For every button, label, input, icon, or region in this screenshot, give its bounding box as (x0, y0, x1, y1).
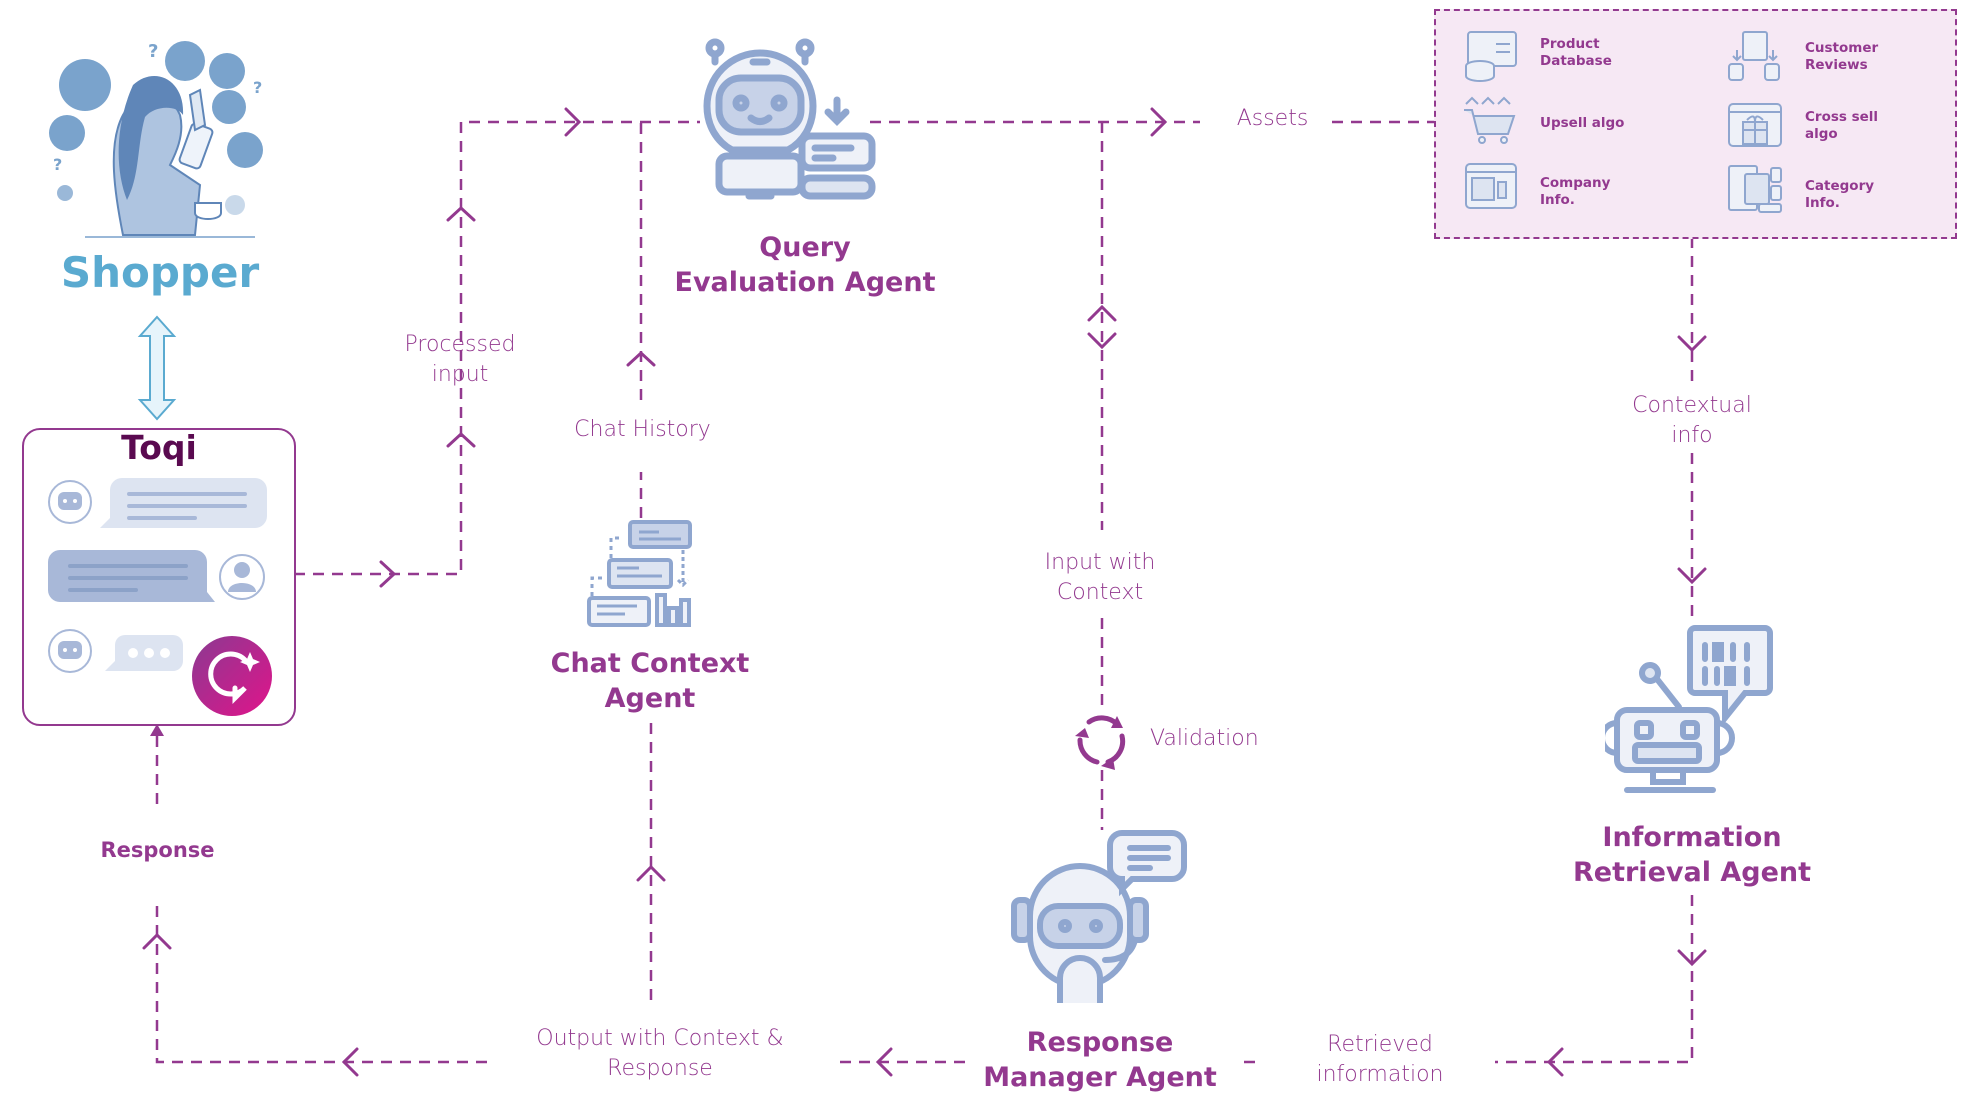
company-info-icon (1465, 163, 1517, 209)
cross-sell-gift-icon (1728, 103, 1782, 147)
arrowhead-down (1677, 567, 1707, 585)
arrowhead-left (341, 1047, 359, 1077)
svg-text:?: ? (253, 78, 262, 97)
arrowhead-down (1677, 949, 1707, 967)
asset-company-info: Company Info. (1540, 175, 1611, 208)
asset-category-info: Category Info. (1805, 178, 1875, 211)
toqi-label: Toqi (121, 428, 197, 467)
arrowhead-filled-up (150, 724, 164, 736)
chat-context-agent-label: Chat Context Agent (550, 648, 750, 714)
asset-product-database: Product Database (1540, 36, 1612, 69)
shopper-illustration: ? ? ? (49, 41, 263, 238)
svg-text:?: ? (148, 41, 158, 62)
assets-right-icons (1728, 31, 1782, 213)
upsell-cart-icon (1464, 96, 1516, 144)
flow-label-chat-history: Chat History (574, 417, 711, 442)
bot-avatar-icon (48, 480, 92, 524)
arrowhead-left (1546, 1047, 1564, 1077)
response-manager-agent-icon (1011, 830, 1187, 1003)
connector-retrieved-info (1495, 895, 1694, 1064)
information-retrieval-agent-icon (1605, 625, 1773, 793)
asset-cross-sell-algo: Cross sell algo (1805, 109, 1879, 142)
arrowhead-right (1150, 107, 1168, 137)
flow-label-validation: Validation (1150, 726, 1259, 751)
asset-customer-reviews: Customer Reviews (1805, 40, 1879, 73)
assets-left-icons (1464, 31, 1517, 209)
flow-label-retrieved-information: Retrieved information (1316, 1032, 1444, 1087)
arrowhead-right (564, 107, 582, 137)
arrowhead-up (1087, 304, 1117, 322)
validation-cycle-icon (1075, 715, 1126, 770)
flow-label-assets: Assets (1236, 106, 1309, 131)
flow-label-contextual-info: Contextual info (1632, 393, 1752, 448)
arrowhead-up (446, 205, 476, 222)
arrowhead-up (636, 864, 666, 882)
arrowhead-right (379, 560, 397, 588)
user-avatar-icon (219, 554, 265, 600)
arrowhead-down (1087, 332, 1117, 350)
chat-context-agent-icon (587, 520, 692, 627)
connector-output-to-toqi (155, 900, 487, 1064)
connector-toqi-to-processed (294, 120, 700, 576)
customer-reviews-icon (1728, 31, 1780, 81)
query-evaluation-agent-icon (703, 38, 876, 200)
query-evaluation-agent-label: Query Evaluation Agent (674, 232, 936, 298)
toqi-logo-icon (192, 636, 272, 716)
asset-upsell-algo: Upsell algo (1540, 115, 1625, 131)
flow-label-input-with-context: Input with Context (1044, 550, 1156, 605)
shopper-label: Shopper (60, 248, 260, 297)
product-database-icon (1465, 31, 1517, 82)
flow-label-response: Response (100, 838, 215, 862)
assets-panel (1434, 9, 1957, 239)
bidirectional-arrow (137, 315, 177, 421)
flow-label-processed-input: Processed input (404, 332, 516, 387)
svg-text:?: ? (53, 155, 62, 174)
arrowhead-up (142, 932, 172, 950)
toqi-chat-illustration (48, 478, 272, 716)
arrowhead-down (1677, 335, 1707, 353)
response-manager-agent-label: Response Manager Agent (983, 1027, 1217, 1093)
arrowhead-up (446, 431, 476, 448)
bot-message-bubble (100, 478, 267, 528)
bot-avatar-icon (48, 629, 92, 673)
information-retrieval-agent-label: Information Retrieval Agent (1572, 822, 1812, 888)
flow-label-output-with-context: Output with Context & Response (536, 1026, 784, 1081)
arrowhead-up (626, 350, 656, 367)
arrowhead-left (875, 1047, 893, 1077)
category-info-icon (1728, 165, 1782, 213)
